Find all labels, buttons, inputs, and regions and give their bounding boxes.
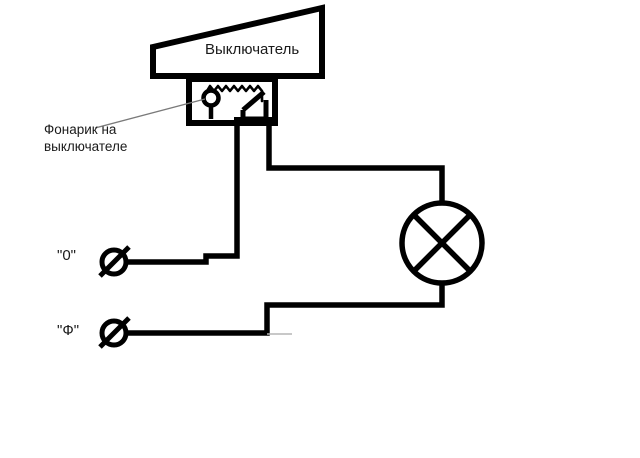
switch-faceplate-trapezoid [150, 4, 325, 79]
phase-terminal-slash [98, 316, 131, 349]
switch-lever-contact [241, 90, 266, 112]
switch-terminal-left [234, 117, 241, 124]
switch-enclosure [186, 76, 278, 126]
callout-leader-line [94, 98, 206, 129]
indicator-lamp-circle [201, 88, 221, 108]
indicator-callout-label: Фонарик на выключателе [44, 122, 128, 154]
resistor-zigzag [205, 84, 264, 103]
switch-terminal-right [266, 117, 273, 124]
wire-phase-run [126, 283, 445, 336]
phase-terminal-label: "Ф" [57, 322, 80, 339]
switch-title-label: Выключатель [205, 41, 300, 58]
neutral-terminal-slash [98, 245, 131, 278]
wire-switch-to-lamp [266, 123, 445, 207]
wire-neutral-run [126, 123, 240, 265]
neutral-terminal-label: "0" [57, 247, 76, 264]
switch-contact-path [240, 100, 269, 122]
lamp-cross-stroke-b [412, 213, 472, 273]
